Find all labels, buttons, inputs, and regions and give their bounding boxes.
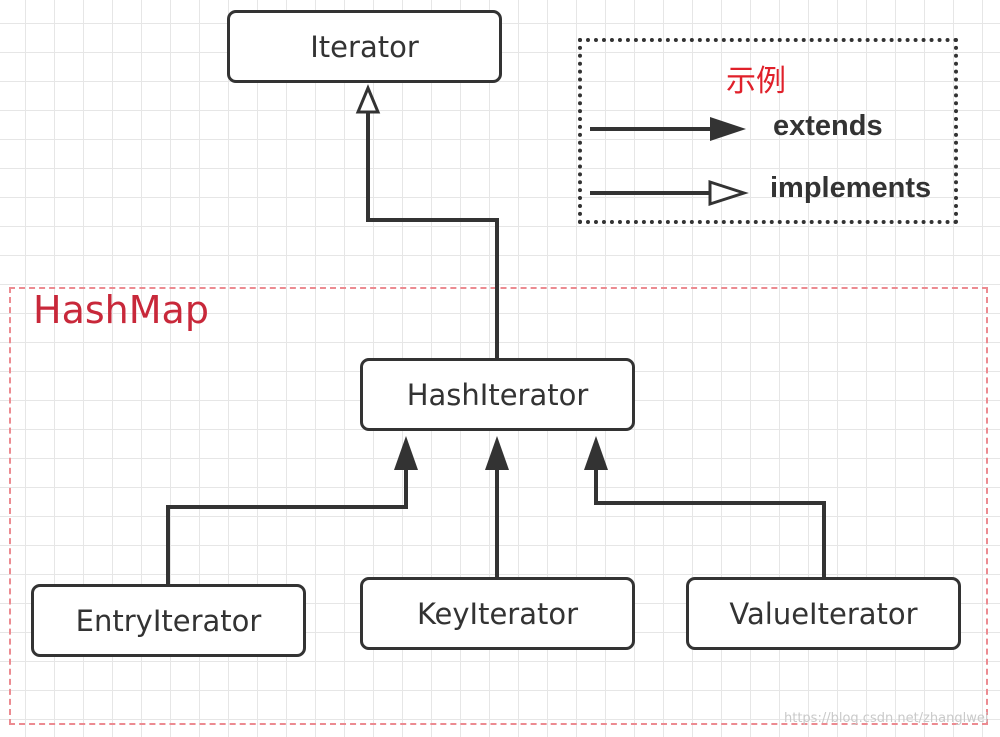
- iterator-node: Iterator: [227, 10, 502, 83]
- extends-edge-entryiterator-hashiterator: [166, 468, 408, 584]
- hollow-arrowhead: [355, 84, 381, 114]
- implements-edge-hashiterator-iterator: [366, 112, 499, 358]
- hashiterator-node: HashIterator: [360, 358, 635, 431]
- legend-implements-label: implements: [770, 172, 932, 204]
- watermark-text: https://blog.csdn.net/zhanglwei: [784, 711, 989, 726]
- hashmap-group-label: HashMap: [33, 288, 209, 332]
- legend-extends-arrowhead: [710, 117, 746, 141]
- valueiterator-node: ValueIterator: [686, 577, 961, 650]
- filled-arrowhead: [485, 436, 509, 470]
- legend-box: [578, 38, 958, 224]
- filled-arrowhead: [394, 436, 418, 470]
- legend-extends-label: extends: [773, 110, 883, 142]
- legend-title: 示例: [726, 64, 786, 99]
- extends-edge-valueiterator-hashiterator: [594, 468, 826, 577]
- filled-arrowhead: [584, 436, 608, 470]
- legend-implements-arrowhead: [708, 179, 749, 207]
- keyiterator-node: KeyIterator: [360, 577, 635, 650]
- entryiterator-node: EntryIterator: [31, 584, 306, 657]
